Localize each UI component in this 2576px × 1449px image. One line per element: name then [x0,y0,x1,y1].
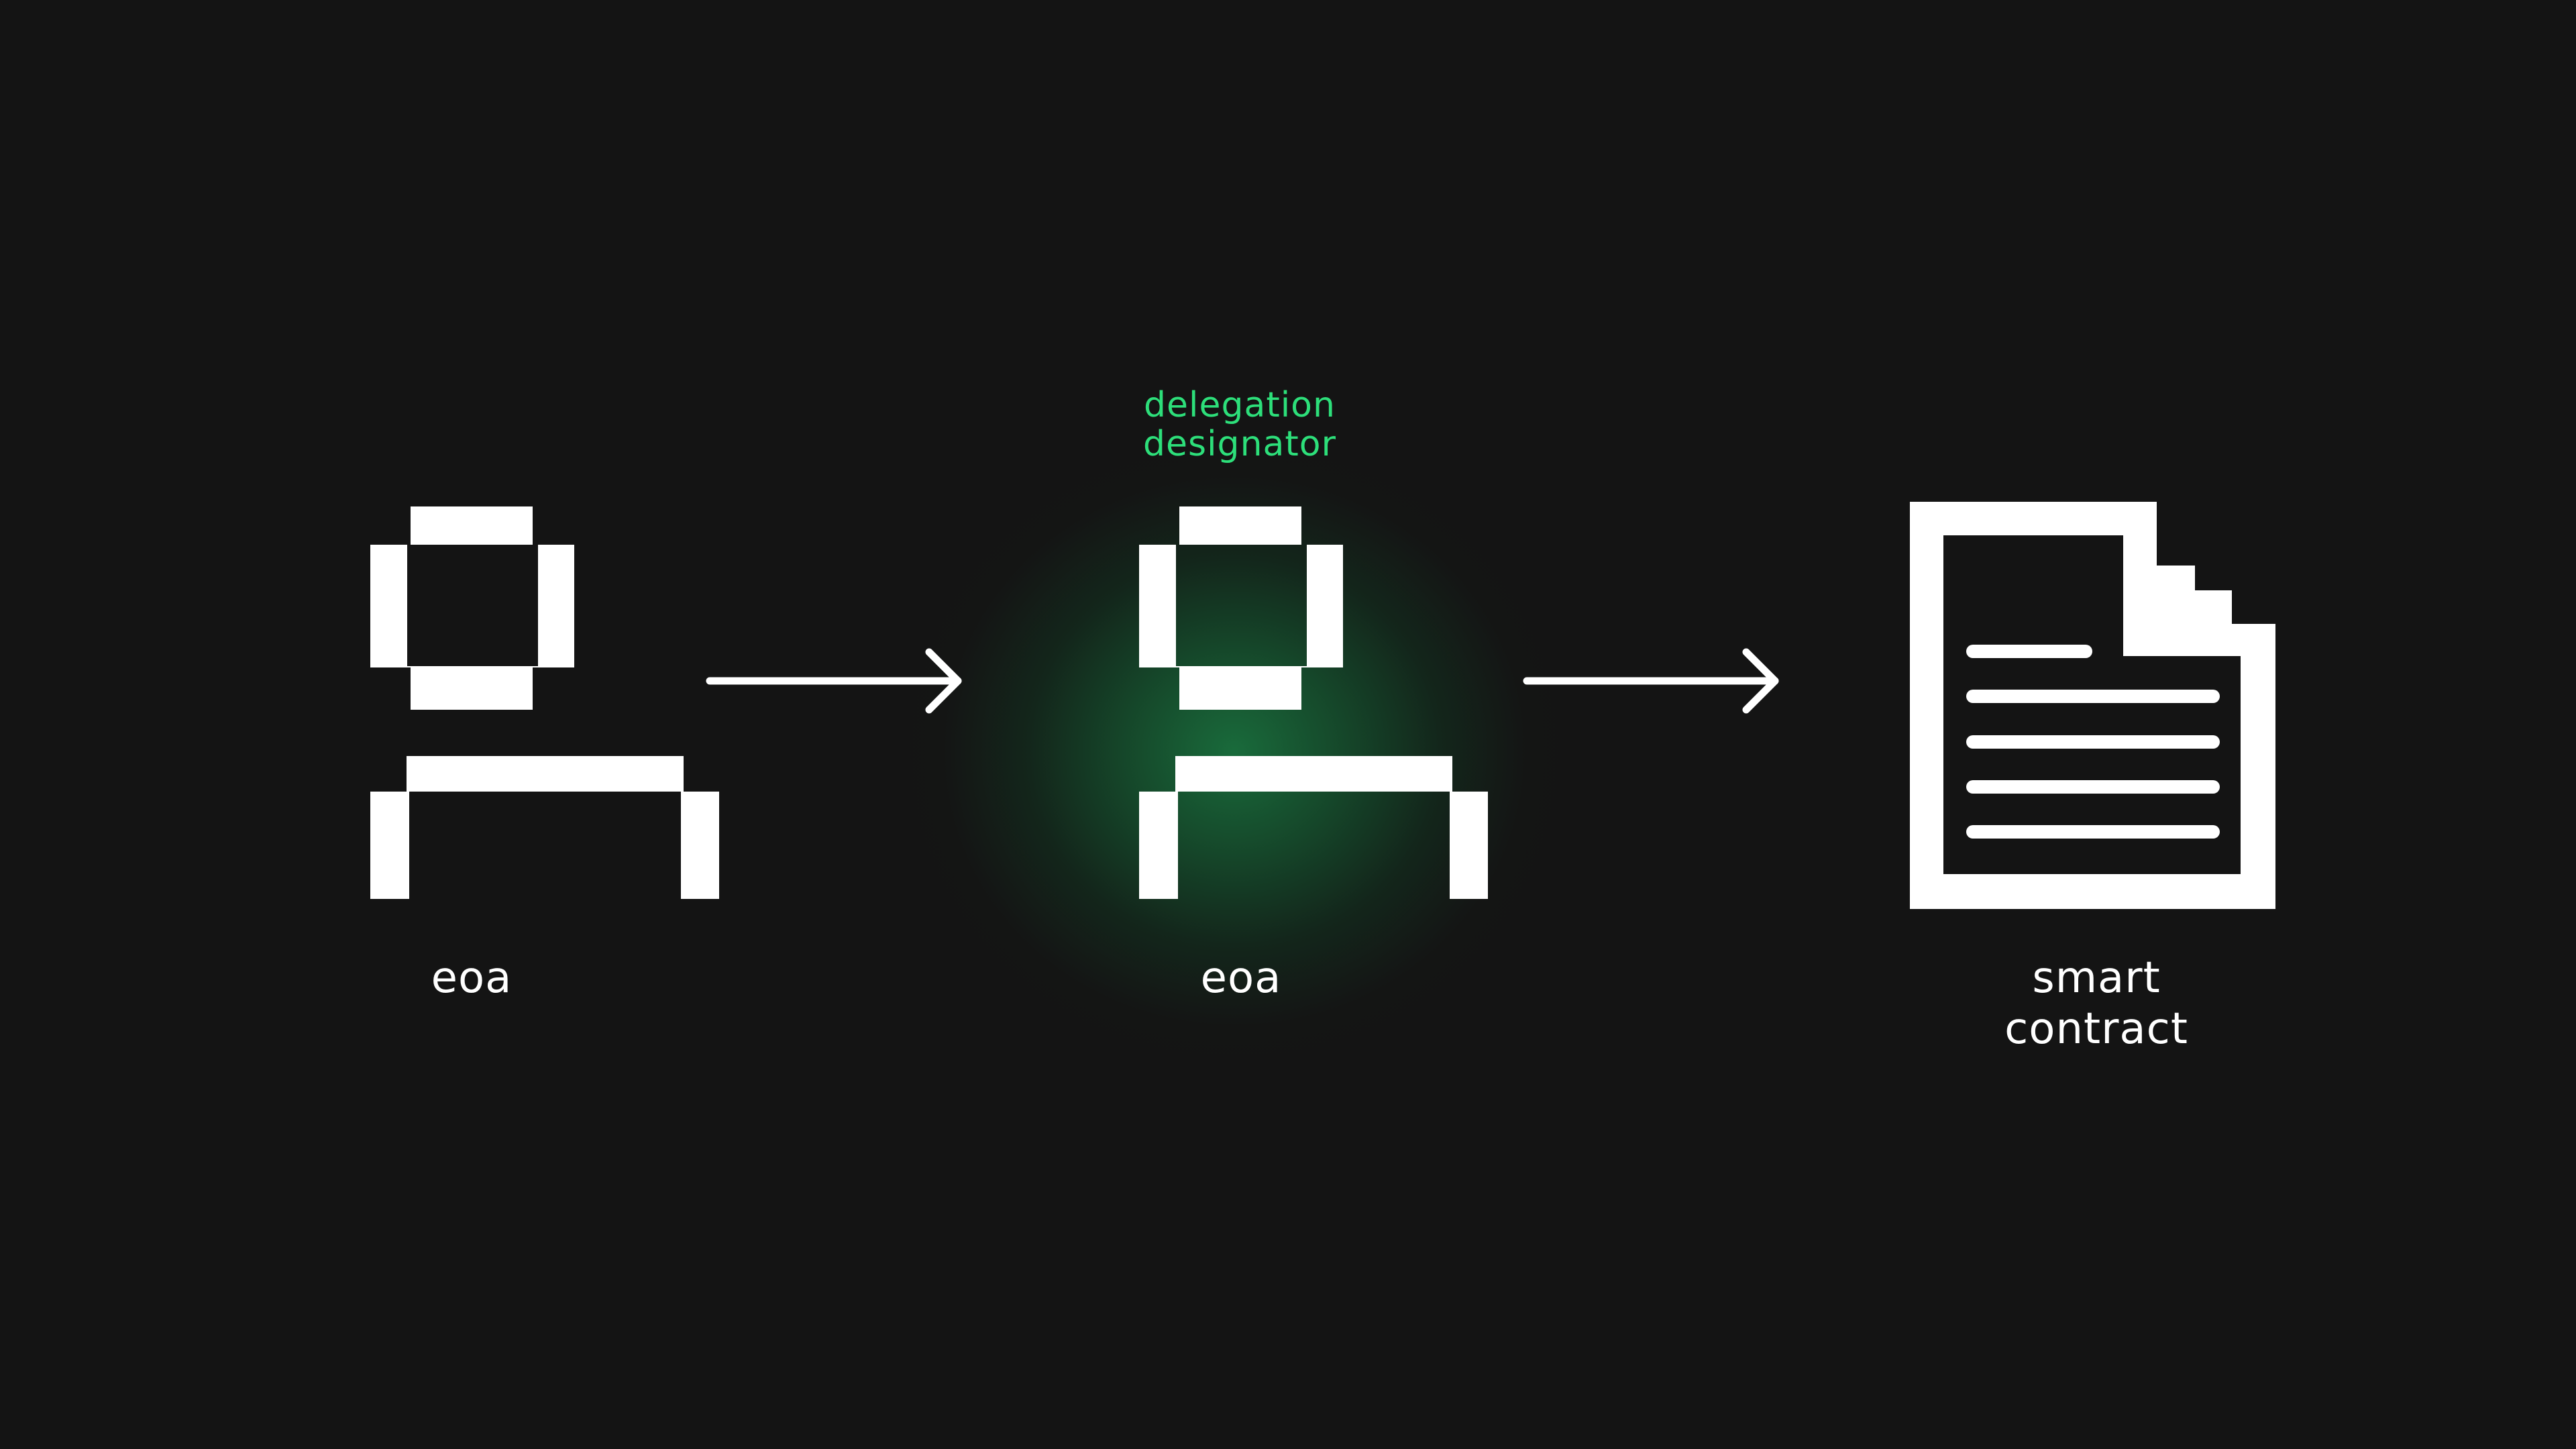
person-icon [1139,506,1488,899]
smart-contract-label: smart contract [1862,953,2331,1055]
eoa-label: eoa [431,953,513,1003]
smart-contract-line-1: smart [2032,953,2161,1003]
person-icon [370,506,719,899]
delegation-designator-label: delegation designator [1005,386,1474,464]
document-icon [1910,502,2275,909]
annotation-line-1: delegation [1144,385,1336,425]
delegated-eoa-label: eoa [1200,953,1282,1003]
smart-contract-line-2: contract [2004,1004,2188,1054]
annotation-line-2: designator [1143,424,1336,464]
arrow-right-icon [706,648,962,714]
arrow-right-icon [1523,648,1779,714]
